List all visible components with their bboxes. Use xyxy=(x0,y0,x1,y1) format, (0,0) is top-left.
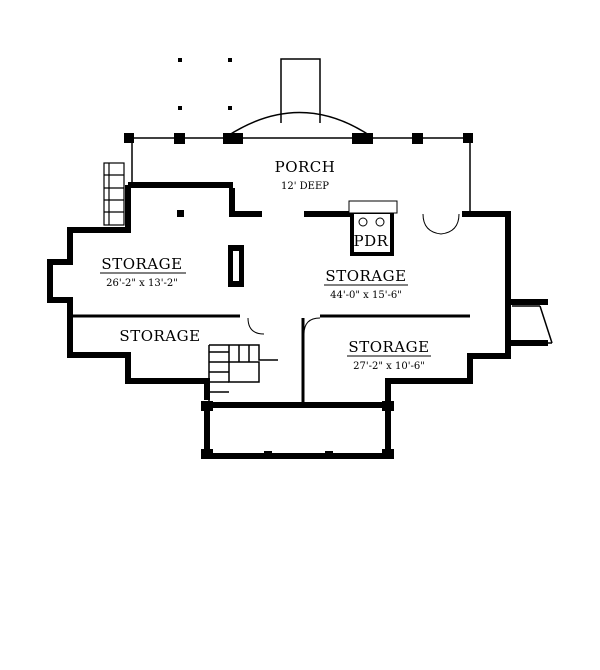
storage-center-dims: 44'-0" x 15'-6" xyxy=(330,290,402,301)
exterior-posts xyxy=(178,58,232,110)
storage-west-label: STORAGE xyxy=(101,255,182,273)
exterior-walls xyxy=(47,182,548,459)
storage-west-dims: 26'-2" x 13'-2" xyxy=(106,278,178,289)
pdr-label: PDR xyxy=(354,232,389,250)
storage-sw-label: STORAGE xyxy=(119,327,200,345)
porch-label: PORCH xyxy=(275,158,336,176)
room-labels: PORCH 12' DEEP PDR STORAGE 26'-2" x 13'-… xyxy=(100,158,431,372)
porch-side-steps xyxy=(103,162,125,226)
bay-window xyxy=(512,305,553,344)
storage-se-label: STORAGE xyxy=(348,338,429,356)
porch-depth-label: 12' DEEP xyxy=(281,181,329,192)
porch-outline xyxy=(124,133,473,217)
storage-se-dims: 27'-2" x 10'-6" xyxy=(353,361,425,372)
chimney xyxy=(225,58,373,138)
powder-room xyxy=(348,200,398,256)
door-swings xyxy=(247,213,460,335)
interior-walls xyxy=(70,314,470,405)
annex-posts xyxy=(201,401,394,459)
stairs xyxy=(208,344,278,405)
storage-center-label: STORAGE xyxy=(325,267,406,285)
fireplace xyxy=(228,245,244,287)
